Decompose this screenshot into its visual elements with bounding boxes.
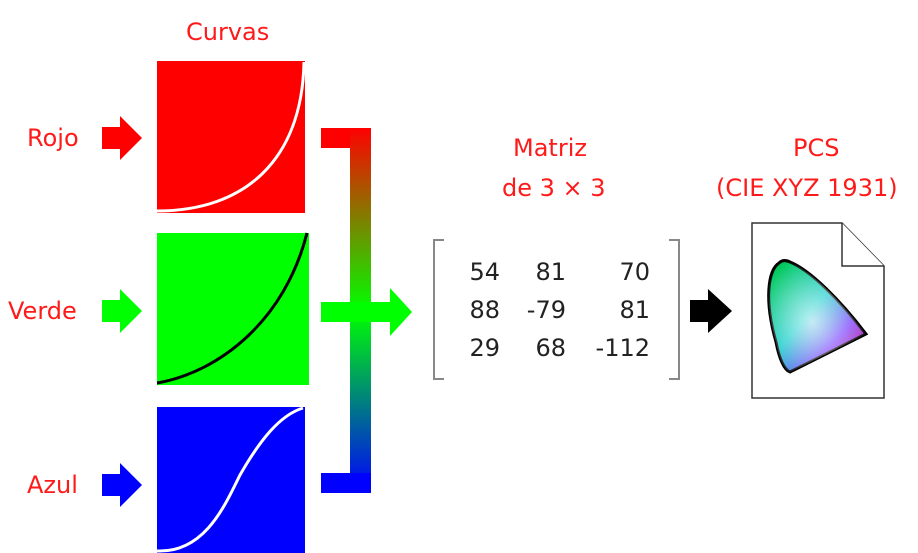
matrix-cell: 54	[469, 258, 500, 286]
matrix-title-line2: de 3 × 3	[502, 174, 606, 202]
pcs-title-line1: PCS	[793, 134, 840, 162]
matrix-cell: 88	[469, 296, 500, 324]
chromaticity-gamut-icon	[767, 259, 869, 374]
channel-label-blue: Azul	[27, 471, 78, 499]
arrow-to-pcs	[690, 289, 732, 333]
matrix-cell: 68	[535, 334, 566, 362]
matrix-title-line1: Matriz	[513, 134, 587, 162]
matrix-cell: -112	[595, 334, 650, 362]
matrix-cell: -79	[526, 296, 566, 324]
arrow-red-in	[102, 116, 142, 160]
curves-title: Curvas	[186, 18, 270, 46]
conversion-matrix: 54 81 70 88 -79 81 29 68 -112	[430, 238, 680, 380]
matrix-brackets	[433, 239, 680, 380]
matrix-row: 29 68 -112	[430, 330, 680, 366]
matrix-cell: 70	[619, 258, 650, 286]
combiner-bus	[321, 128, 412, 493]
matrix-cell: 29	[469, 334, 500, 362]
curve-box-blue	[156, 406, 305, 553]
pcs-title-line2: (CIE XYZ 1931)	[716, 174, 898, 202]
arrow-green-in	[102, 289, 142, 333]
channel-label-red: Rojo	[27, 124, 79, 152]
matrix-cell: 81	[535, 258, 566, 286]
arrow-blue-in	[102, 463, 142, 507]
pcs-document-icon	[751, 222, 885, 399]
matrix-row: 88 -79 81	[430, 292, 680, 328]
curve-box-red	[156, 61, 306, 213]
channel-label-green: Verde	[8, 297, 77, 325]
matrix-row: 54 81 70	[430, 254, 680, 290]
curve-box-green	[156, 232, 309, 385]
matrix-cell: 81	[619, 296, 650, 324]
